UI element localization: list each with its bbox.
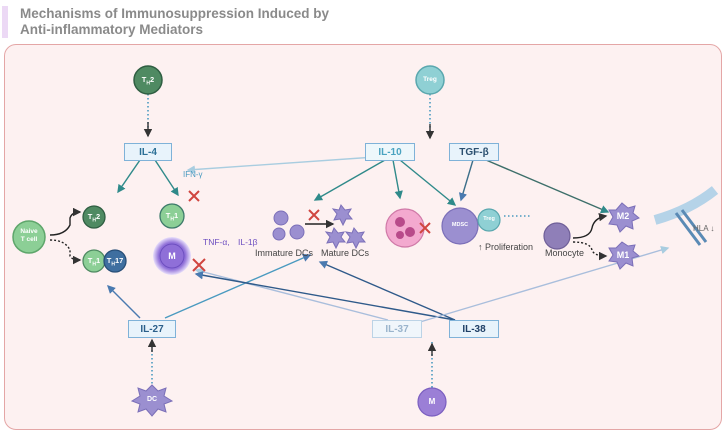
arrow-naive-to-th2	[49, 207, 82, 236]
th1-target-label: TH1	[165, 211, 179, 223]
naive-t-cell	[12, 220, 46, 254]
th2-source-cell	[133, 65, 163, 95]
il10-box: IL-10	[365, 143, 415, 161]
arrow-il10-to-mdsc	[399, 159, 457, 206]
cross-dc-maturation	[308, 209, 320, 221]
title-block: Mechanisms of Immunosuppression Induced …	[0, 4, 727, 38]
neutrophil-nucleus-3	[396, 231, 404, 239]
cells	[12, 65, 719, 417]
arrow-tgfb-to-mdsc	[458, 159, 474, 202]
title-line-2: Anti-inflammatory Mediators	[20, 22, 204, 37]
arrow-il27-to-th1	[107, 285, 141, 319]
neutrophil-cell	[385, 208, 425, 248]
m2-label: M2	[616, 211, 630, 221]
arrows	[49, 122, 670, 356]
hla-receptor	[674, 212, 702, 246]
cross-cytokines	[192, 258, 206, 272]
hla-label: HLA ↓	[693, 224, 715, 233]
neutrophil-nucleus-1	[395, 217, 405, 227]
il38-box: IL-38	[449, 320, 499, 338]
th2-label: TH2	[87, 212, 101, 224]
m1-macrophage	[608, 241, 641, 270]
arrow-il38-to-dcs	[318, 260, 456, 321]
arrow-il27-to-mature-dcs	[164, 253, 312, 319]
m2-macrophage	[608, 202, 640, 233]
title-line-1: Mechanisms of Immunosuppression Induced …	[20, 6, 330, 21]
th2-cell	[82, 205, 106, 229]
il4-box: IL-4	[124, 143, 172, 161]
cross-ifng	[188, 190, 200, 202]
treg-source-cell	[415, 65, 445, 95]
il1b-label: IL-1β	[238, 237, 258, 247]
th1-target-cell	[159, 203, 185, 229]
macrophage-cell	[159, 243, 185, 269]
arrow-naive-to-th1	[49, 239, 82, 265]
th2-source-label: TH2	[141, 75, 155, 87]
diagram-title: Mechanisms of Immunosuppression Induced …	[20, 6, 329, 38]
tgfb-box: TGF-β	[449, 143, 499, 161]
mdsc-cell	[441, 207, 479, 245]
dc-label: DC	[146, 396, 158, 403]
arrow-il10-to-dcs	[313, 159, 386, 201]
naive-label: Naive T cell	[20, 228, 38, 243]
ifng-label: IFN-γ	[183, 170, 203, 179]
mdsc-label: MDSC	[451, 222, 469, 228]
monocyte-label: Monocyte	[545, 248, 585, 258]
tnfa-label: TNF-α,	[203, 237, 230, 247]
mature-dcs-label: Mature DCs	[321, 248, 370, 258]
monocyte-cell	[543, 222, 571, 250]
cross-neutrophil	[419, 222, 431, 234]
il37-box: IL-37	[372, 320, 422, 338]
dc-source-cell	[130, 384, 174, 417]
treg-prolif-label: Treg	[483, 216, 495, 222]
arrow-il10-to-th1	[186, 156, 376, 174]
neutrophil-nucleus-2	[405, 227, 415, 237]
arrow-il10-to-neutrophil	[392, 159, 403, 200]
arrow-il4-to-th1	[154, 159, 179, 197]
immature-dcs-cluster	[272, 210, 305, 241]
immature-dcs-label: Immature DCs	[255, 248, 314, 258]
th17-cell	[103, 249, 127, 273]
macrophage-bottom-label: M	[428, 397, 436, 406]
macrophage-label: M	[168, 251, 176, 261]
title-accent-bar	[2, 6, 8, 38]
arrow-il4-to-th2	[117, 159, 141, 194]
mature-dcs-cluster	[324, 204, 367, 250]
m1-label: M1	[616, 250, 630, 260]
treg-proliferating-cell	[477, 208, 501, 232]
th1-label: TH1	[87, 256, 101, 268]
cell-membrane	[653, 186, 719, 225]
hla-receptor-2	[680, 209, 708, 243]
arrow-monocyte-to-m1	[572, 241, 608, 261]
th17-label: TH17	[106, 256, 124, 268]
diagram-panel	[4, 44, 722, 430]
arrow-il37-to-macrophage	[194, 267, 389, 321]
treg-source-label: Treg	[423, 76, 437, 83]
arrow-tgfb-to-m2	[485, 159, 610, 214]
il27-box: IL-27	[128, 320, 176, 338]
proliferation-label: ↑ Proliferation	[478, 242, 534, 252]
arrow-il38-to-macrophage	[194, 271, 456, 321]
macrophage-source-cell	[417, 387, 447, 417]
inhibition-crosses	[188, 190, 431, 272]
arrow-monocyte-to-m2	[572, 213, 608, 239]
